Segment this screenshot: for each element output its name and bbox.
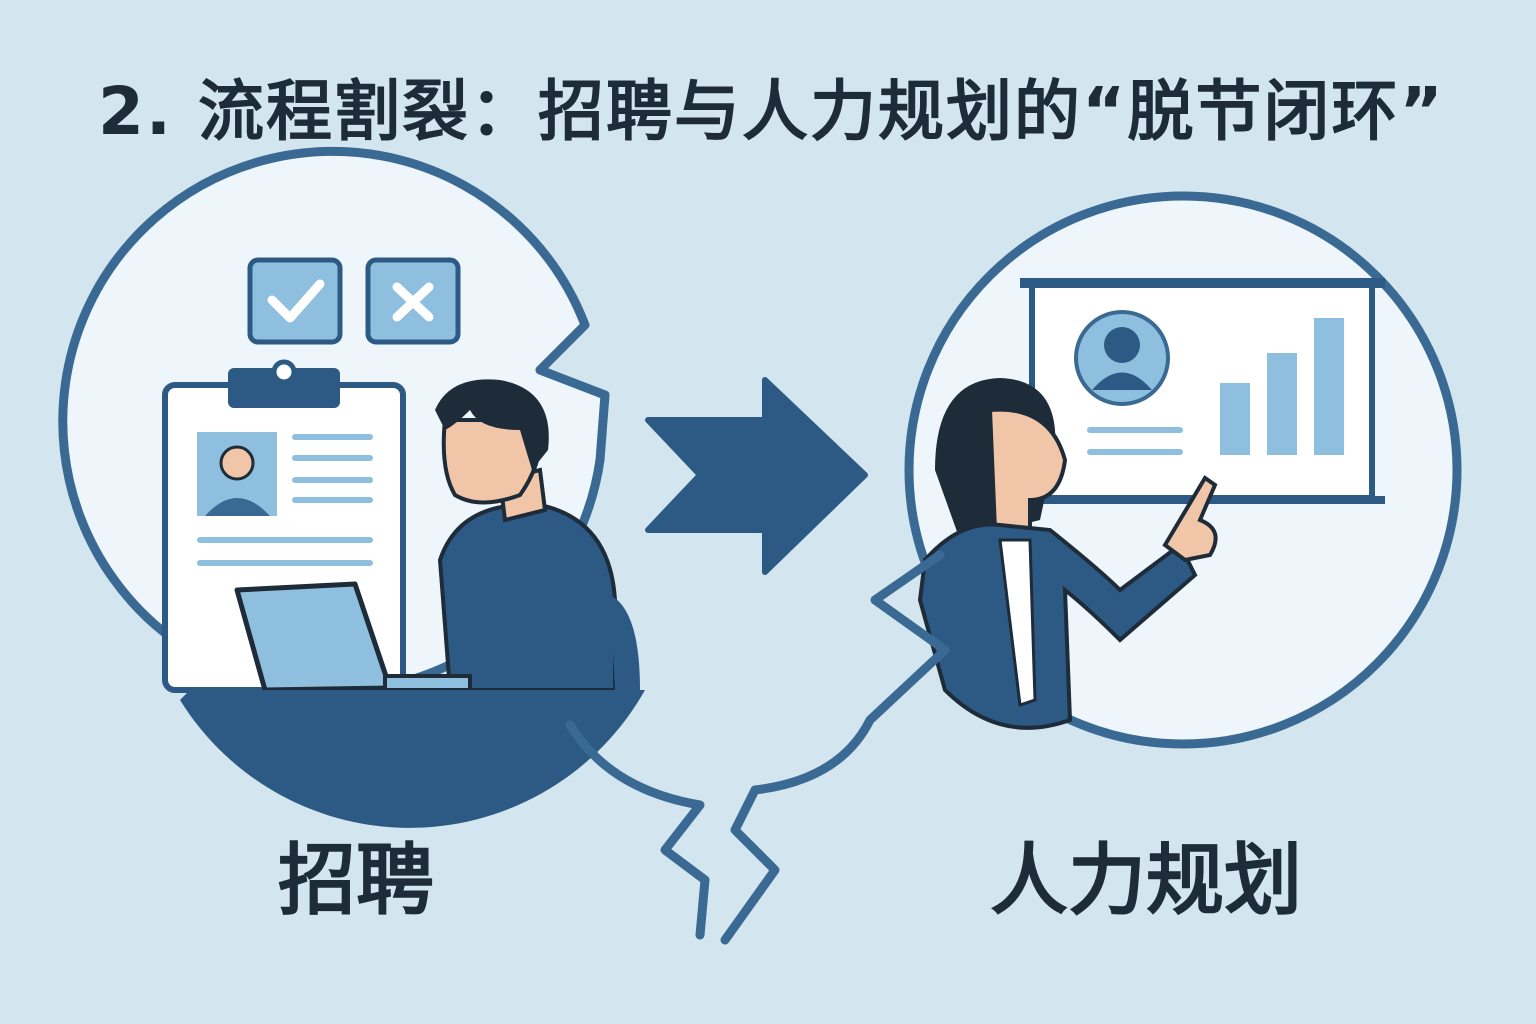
x-icon [365, 257, 461, 345]
planning-scene [904, 191, 1462, 749]
presentation-board-icon [1020, 278, 1385, 504]
check-icon [247, 257, 343, 345]
recruitment-label: 招聘 [278, 836, 435, 926]
arrow-right-icon [645, 377, 868, 575]
bar-chart-icon [1220, 318, 1344, 455]
woman-person [917, 378, 1218, 730]
page-title: 2. 流程割裂：招聘与人力规划的“脱节闭环” [98, 73, 1445, 150]
man-person [435, 379, 640, 692]
laptop-icon [180, 581, 645, 828]
avatar-icon [1074, 310, 1170, 406]
broken-connector [565, 550, 950, 945]
workforce-planning-label: 人力规划 [990, 836, 1303, 926]
recruitment-scene [58, 146, 645, 828]
